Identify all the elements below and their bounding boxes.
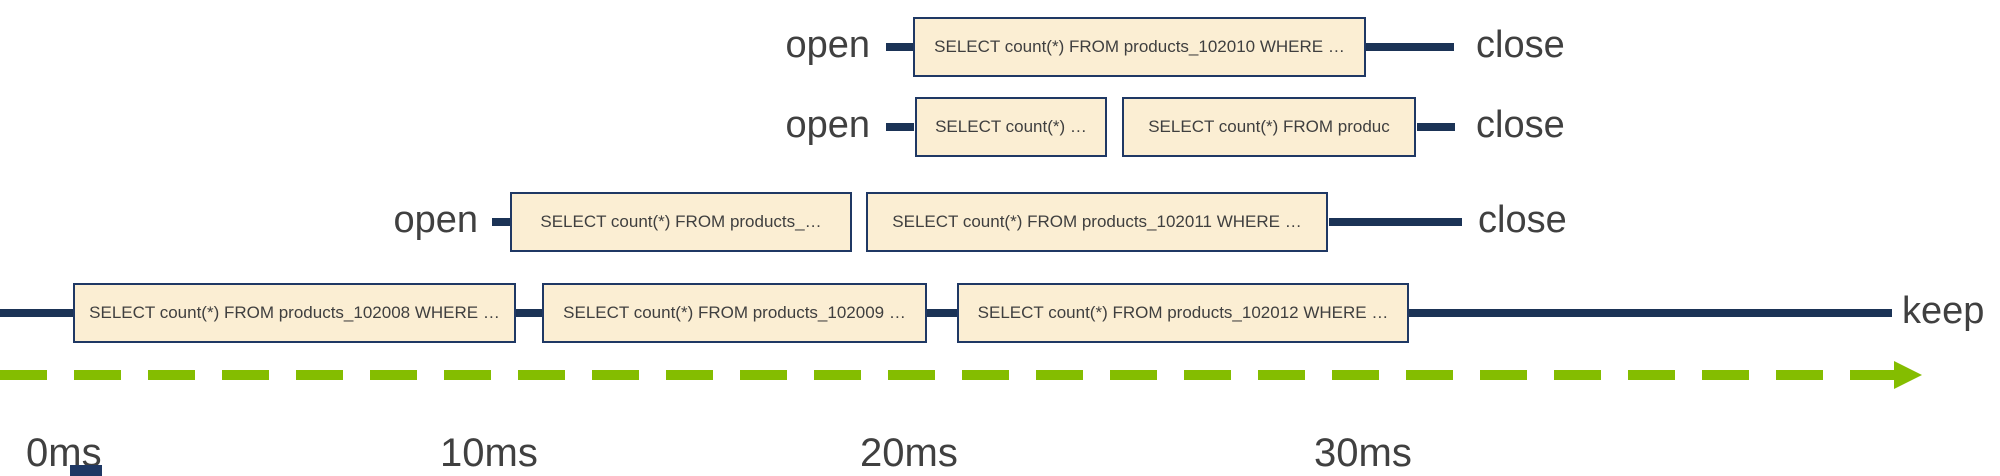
connection-line-segment <box>886 43 914 51</box>
connection-line-segment <box>1366 43 1454 51</box>
query-box: SELECT count(*) FROM products_102008 WHE… <box>73 283 516 343</box>
keep-label: keep <box>1902 290 1985 332</box>
query-box: SELECT count(*) FROM products_… <box>510 192 852 252</box>
bottom-left-bar <box>70 465 102 476</box>
connection-line-segment <box>0 309 1892 317</box>
open-label: open <box>785 24 870 66</box>
close-label: close <box>1478 199 1567 241</box>
close-label: close <box>1476 104 1565 146</box>
time-tick-label: 10ms <box>440 431 538 475</box>
connection-line-segment <box>1417 123 1455 131</box>
time-tick-label: 20ms <box>860 431 958 475</box>
connection-line-segment <box>492 218 510 226</box>
query-box: SELECT count(*) FROM products_102012 WHE… <box>957 283 1409 343</box>
open-label: open <box>393 199 478 241</box>
query-box: SELECT count(*) … <box>915 97 1107 157</box>
time-axis-dashed-line <box>0 370 1896 380</box>
query-box: SELECT count(*) FROM products_102010 WHE… <box>913 17 1366 77</box>
open-label: open <box>785 104 870 146</box>
connection-line-segment <box>886 123 914 131</box>
query-box: SELECT count(*) FROM produc <box>1122 97 1416 157</box>
time-tick-label: 30ms <box>1314 431 1412 475</box>
query-box: SELECT count(*) FROM products_102009 … <box>542 283 927 343</box>
query-box: SELECT count(*) FROM products_102011 WHE… <box>866 192 1328 252</box>
close-label: close <box>1476 24 1565 66</box>
connection-line-segment <box>1329 218 1462 226</box>
time-axis-arrowhead-icon <box>1894 361 1922 389</box>
